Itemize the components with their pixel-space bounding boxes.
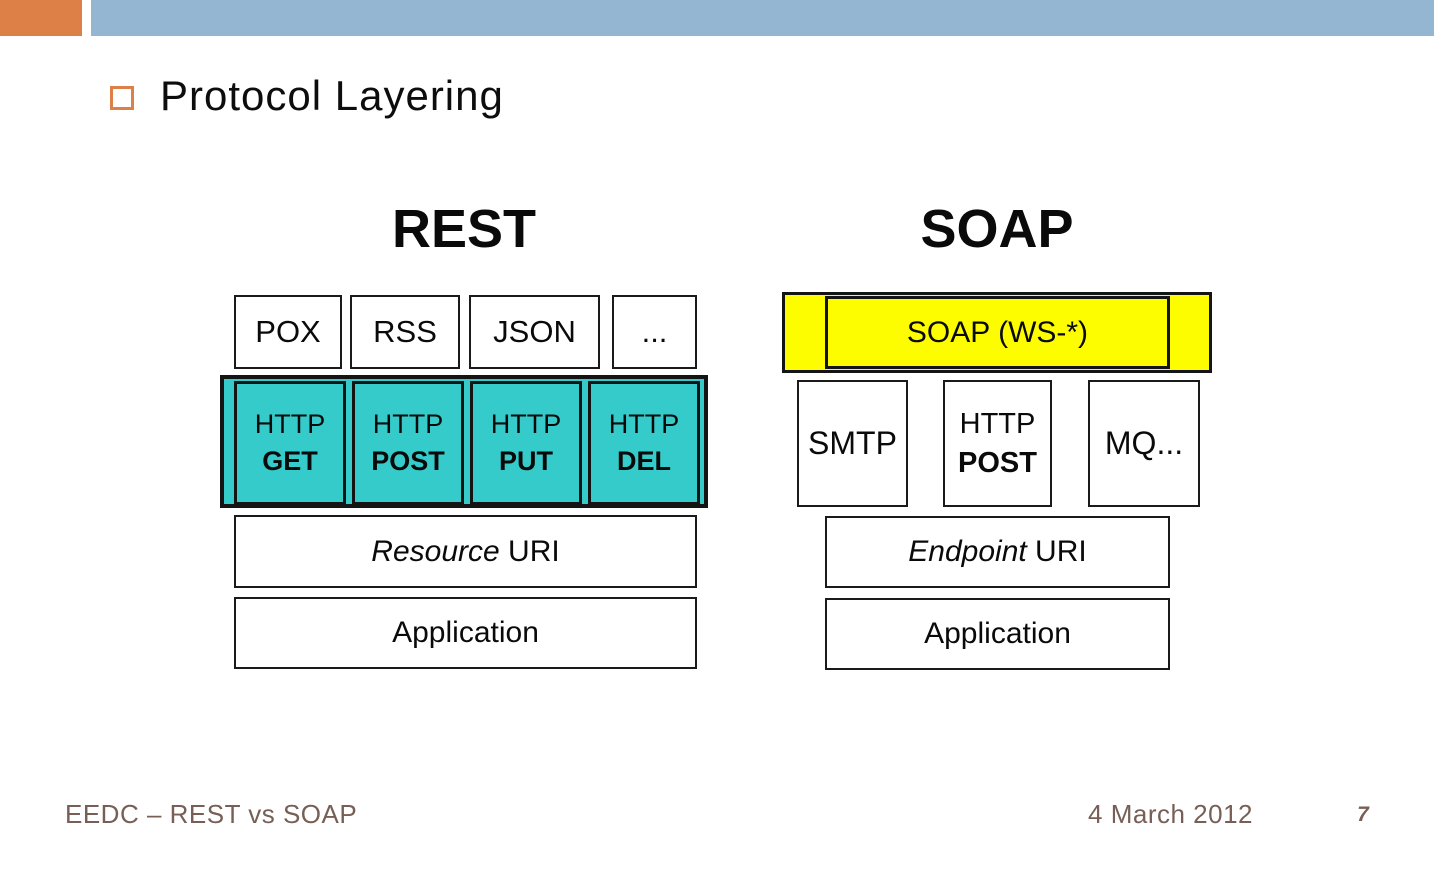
- method-verb: PUT: [499, 446, 553, 476]
- header-accent-orange-bar: [0, 0, 82, 36]
- rest-method-box-post: HTTP POST: [352, 381, 464, 505]
- rest-heading: REST: [391, 199, 537, 259]
- soap-endpoint-uri-box: Endpoint URI: [825, 516, 1170, 588]
- uri-suffix-label: URI: [1026, 535, 1087, 568]
- soap-application-box: Application: [825, 598, 1170, 670]
- method-verb: POST: [958, 446, 1037, 479]
- rest-application-box: Application: [234, 597, 697, 669]
- rest-format-box-rss: RSS: [350, 295, 460, 369]
- soap-transport-box-mq: MQ...: [1088, 380, 1200, 507]
- rest-format-box-others: ...: [612, 295, 697, 369]
- rest-resource-uri-box: Resource URI: [234, 515, 697, 588]
- slide-number: 7: [1357, 803, 1369, 826]
- method-verb: POST: [371, 446, 445, 476]
- method-protocol: HTTP: [254, 409, 326, 439]
- soap-transport-box-smtp: SMTP: [797, 380, 908, 507]
- title-row: Protocol Layering: [110, 70, 504, 122]
- rest-method-box-get: HTTP GET: [234, 381, 346, 505]
- uri-suffix-label: URI: [499, 534, 560, 568]
- method-protocol: HTTP: [372, 409, 444, 439]
- method-verb: DEL: [617, 446, 671, 476]
- method-verb: GET: [262, 446, 318, 476]
- soap-transport-box-http-post: HTTP POST: [943, 380, 1052, 507]
- uri-italic-label: Endpoint: [908, 535, 1027, 568]
- rest-method-box-put: HTTP PUT: [470, 381, 582, 505]
- footer-date: 4 March 2012: [1088, 799, 1253, 829]
- header-accent-blue-bar: [91, 0, 1434, 36]
- uri-italic-label: Resource: [371, 534, 500, 568]
- method-protocol: HTTP: [490, 409, 562, 439]
- rest-method-box-del: HTTP DEL: [588, 381, 700, 505]
- title-bullet-square: [110, 86, 134, 110]
- rest-format-box-pox: POX: [234, 295, 342, 369]
- soap-heading: SOAP: [920, 199, 1074, 259]
- rest-format-box-json: JSON: [469, 295, 600, 369]
- soap-envelope-box: SOAP (WS-*): [825, 296, 1170, 369]
- method-protocol: HTTP: [959, 407, 1036, 440]
- footer-course-label: EEDC – REST vs SOAP: [65, 799, 358, 829]
- page-title: Protocol Layering: [160, 72, 504, 119]
- method-protocol: HTTP: [608, 409, 680, 439]
